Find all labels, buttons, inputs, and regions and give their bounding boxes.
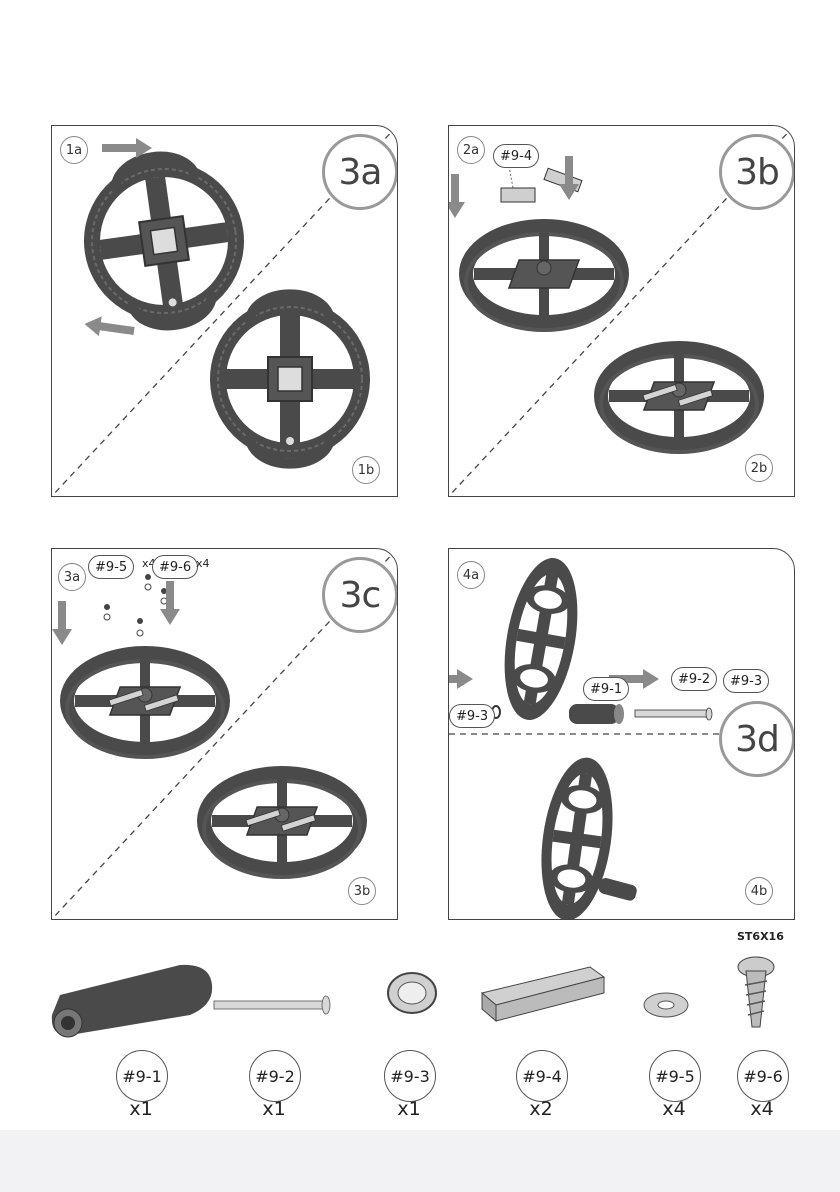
part-tag-9-3-left: #9-3 [449,704,495,728]
wheel-iso-bars-icon [601,348,757,452]
wheel-iso-icon [466,226,622,330]
wheel-iso-bars-icon [67,653,223,757]
part-qty-9-6: x4 [732,1098,792,1120]
part-id-9-1: #9-1 [116,1050,168,1102]
step-panel-3a: 1a 3a 1b [51,125,398,497]
step-panel-3d: 4a #9-1 #9-2 #9-3 #9-3 3d 4b [448,548,795,920]
part-qty-9-1: x1 [111,1098,171,1120]
wheel-side-icon [493,552,588,725]
step-label-end: 2b [745,454,773,482]
step-label-end: 1b [352,456,380,484]
washer-part-icon [644,993,688,1017]
part-id-9-5: #9-5 [649,1050,701,1102]
part-tag-9-5: #9-5 [88,555,134,579]
part-tag-9-6: #9-6 [152,555,198,579]
step-label-start: 4a [457,561,485,589]
bracket-part-icon [482,967,604,1021]
step-big-label: 3d [719,701,795,777]
step-label-end: 4b [745,877,773,905]
wheel-halves-icon [81,147,247,335]
step-label-start: 3a [58,563,86,591]
arrow-down-icon [449,174,465,218]
part-qty-9-2: x1 [244,1098,304,1120]
handle-assembled-icon [597,877,638,902]
step-panel-3b: 2a #9-4 3b 2b [448,125,795,497]
part-id-9-4: #9-4 [516,1050,568,1102]
screw-spec-label: ST6X16 [737,930,784,943]
cap-part-icon [388,973,436,1013]
step-big-label: 3c [322,557,398,633]
step-panel-3c: 3a #9-5 x4 #9-6 x4 3c 3b [51,548,398,920]
step-big-label: 3a [322,134,398,210]
footer-bar [0,1130,840,1192]
axle-pin-part-icon [214,996,330,1014]
part-qty-9-4: x2 [511,1098,571,1120]
screw-part-icon [738,957,774,1027]
wheel-iso-bars-icon-2 [204,773,360,877]
arrow-down-icon [52,601,72,645]
step-label-end: 3b [348,877,376,905]
part-tag-9-2: #9-2 [671,667,717,691]
part-tag-9-3: #9-3 [723,669,769,693]
part-tag-9-4: #9-4 [493,144,539,168]
screws-washers-icon [104,574,167,636]
part-id-9-3: #9-3 [384,1050,436,1102]
arrow-down-icon-2 [160,581,180,625]
axle-pin-icon [635,708,712,720]
arrow-left-icon [83,314,135,341]
parts-illustrations [0,925,840,1055]
part-id-9-6: #9-6 [737,1050,789,1102]
part-qty-9-3: x1 [379,1098,439,1120]
handle-grip-icon [569,704,624,724]
step-label-start: 2a [457,136,485,164]
part-qty-9-5: x4 [644,1098,704,1120]
handle-grip-part-icon [52,965,212,1037]
step-big-label: 3b [719,134,795,210]
step-label-start: 1a [60,136,88,164]
part-tag-9-1: #9-1 [583,677,629,701]
arrow-right-icon [449,669,473,689]
assembled-wheel-icon [218,294,362,463]
part-tag-qty: x4 [196,557,210,570]
part-id-9-2: #9-2 [249,1050,301,1102]
